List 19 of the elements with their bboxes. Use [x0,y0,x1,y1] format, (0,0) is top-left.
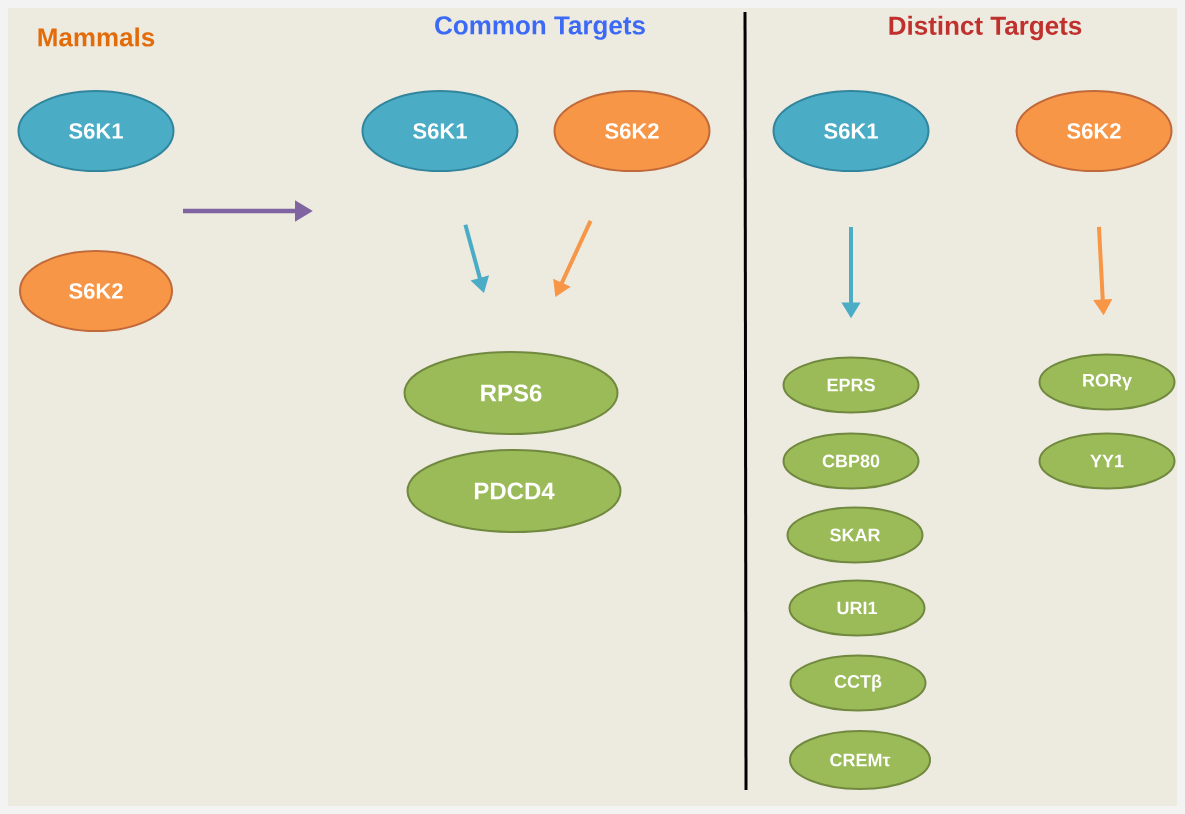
oval-node: S6K1 [361,90,519,172]
oval-node: S6K1 [772,90,930,172]
target-oval: EPRS [782,356,920,414]
target-oval: URI1 [788,579,926,637]
target-oval: PDCD4 [406,449,622,533]
target-oval: RORγ [1038,353,1176,411]
section-heading: Common Targets [435,16,645,40]
section-heading: Mammals [38,27,155,47]
target-oval: CBP80 [782,432,920,490]
target-oval: RPS6 [403,351,619,435]
target-oval: SKAR [786,506,924,564]
target-oval: CCTβ [789,654,927,712]
oval-node: S6K2 [1015,90,1173,172]
target-oval: YY1 [1038,432,1176,490]
oval-node: S6K2 [553,90,711,172]
oval-node: S6K1 [17,90,175,172]
oval-node: S6K2 [19,250,173,332]
target-oval: CREMτ [789,730,931,790]
section-heading: Distinct Targets [889,15,1082,41]
